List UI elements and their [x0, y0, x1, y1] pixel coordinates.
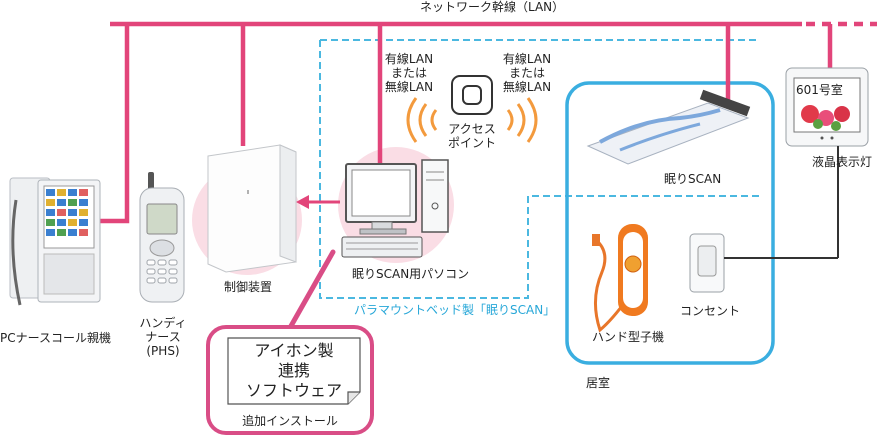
lcd-light-device — [785, 67, 869, 147]
room-box — [565, 81, 775, 365]
paramount-label: パラマウントベッド製「眠りSCAN」 — [354, 303, 556, 317]
outlet-device — [689, 146, 839, 293]
lan-type-right-label: 有線LAN または 無線LAN — [500, 52, 554, 94]
lan-right-line-2: または — [508, 66, 545, 80]
handy-nurse-line-2: ナース — [145, 330, 181, 344]
access-point-label: アクセス ポイント — [442, 122, 502, 150]
software-document-text: アイホン製 連携 ソフトウェア — [232, 341, 356, 401]
lan-drop-nurse-call — [95, 24, 130, 224]
sleep-scan-device — [586, 89, 751, 165]
handy-nurse-label: ハンディ ナース (PHS) — [132, 316, 194, 358]
handy-nurse-line-3: (PHS) — [146, 344, 180, 358]
access-point-line-2: ポイント — [447, 136, 496, 150]
pc-label: 眠りSCAN用パソコン — [352, 267, 470, 281]
access-point-device — [451, 75, 493, 115]
paramount-dashed-box — [319, 39, 760, 299]
software-line-2: 連携 — [277, 361, 310, 380]
handy-nurse-device — [139, 172, 185, 303]
lan-backbone-label: ネットワーク幹線（LAN） — [420, 0, 565, 14]
lan-left-line-1: 有線LAN — [384, 52, 434, 66]
sleep-scan-label: 眠りSCAN — [664, 172, 722, 186]
lan-type-left-label: 有線LAN または 無線LAN — [384, 52, 434, 94]
controller-label: 制御装置 — [224, 280, 273, 294]
outlet-label: コンセント — [680, 304, 741, 318]
lan-right-line-3: 無線LAN — [502, 80, 552, 94]
document-fold-icon — [347, 391, 360, 404]
hand-unit-device — [592, 224, 648, 333]
hand-unit-label: ハンド型子機 — [592, 330, 665, 344]
arrow-head-icon — [296, 195, 309, 209]
software-caption: 追加インストール — [242, 414, 338, 428]
room-label: 居室 — [586, 376, 611, 390]
software-line-1: アイホン製 — [254, 341, 334, 360]
lcd-light-label: 液晶表示灯 — [812, 155, 873, 169]
lan-left-line-3: 無線LAN — [384, 80, 434, 94]
handy-nurse-line-1: ハンディ — [139, 316, 187, 330]
access-point-line-1: アクセス — [448, 122, 496, 136]
controller-device — [207, 144, 297, 273]
wireless-waves-icon — [406, 97, 538, 143]
pc-device — [341, 159, 449, 258]
lan-left-line-2: または — [390, 66, 427, 80]
nurse-call-device — [9, 177, 101, 306]
software-line-3: ソフトウェア — [245, 381, 342, 400]
lcd-screen-text: 601号室 — [796, 83, 843, 97]
lan-right-line-1: 有線LAN — [502, 52, 552, 66]
callout-pointer — [288, 249, 336, 329]
nurse-call-label: PCナースコール親機 — [0, 331, 112, 345]
